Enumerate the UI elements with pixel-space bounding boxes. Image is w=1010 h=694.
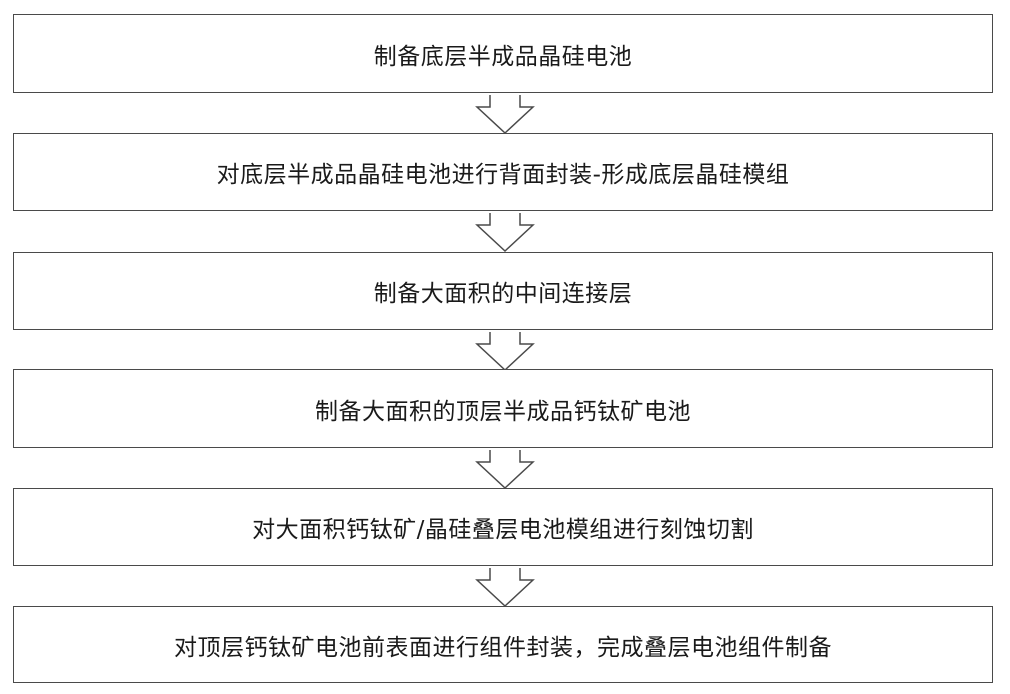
step-box-4: 制备大面积的顶层半成品钙钛矿电池: [13, 369, 993, 448]
step-box-5: 对大面积钙钛矿/晶硅叠层电池模组进行刻蚀切割: [13, 488, 993, 566]
step-label-3: 制备大面积的中间连接层: [373, 281, 633, 307]
step-label-5: 对大面积钙钛矿/晶硅叠层电池模组进行刻蚀切割: [252, 517, 754, 543]
step-box-6: 对顶层钙钛矿电池前表面进行组件封装，完成叠层电池组件制备: [13, 606, 993, 683]
down-arrow-2: [475, 213, 535, 253]
step-label-1: 制备底层半成品晶硅电池: [373, 43, 633, 70]
step-box-3: 制备大面积的中间连接层: [13, 252, 993, 330]
step-label-2: 对底层半成品晶硅电池进行背面封装-形成底层晶硅模组: [216, 162, 790, 188]
step-label-4: 制备大面积的顶层半成品钙钛矿电池: [315, 398, 691, 425]
step-box-2: 对底层半成品晶硅电池进行背面封装-形成底层晶硅模组: [13, 133, 993, 211]
step-label-6: 对顶层钙钛矿电池前表面进行组件封装，完成叠层电池组件制备: [174, 634, 832, 661]
step-box-1: 制备底层半成品晶硅电池: [13, 14, 993, 93]
